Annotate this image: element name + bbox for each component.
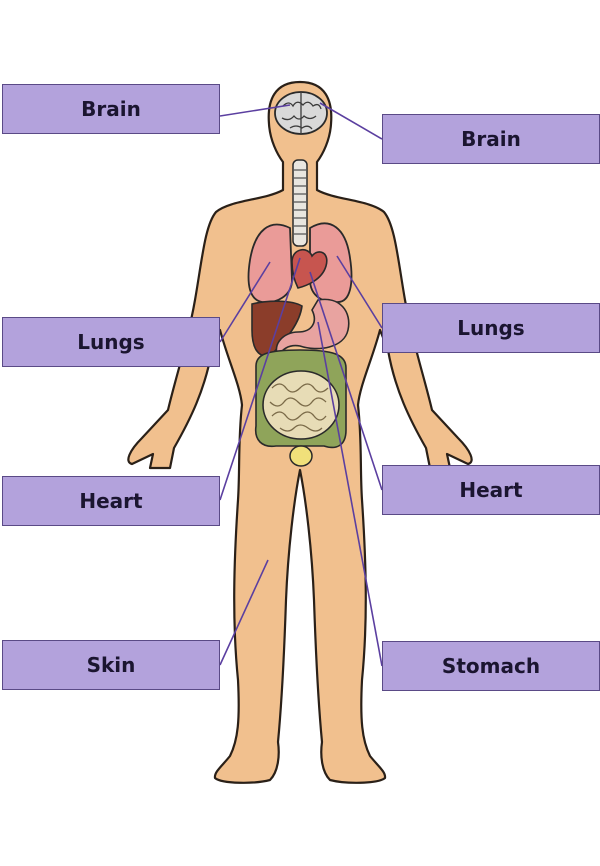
trachea-icon bbox=[292, 159, 308, 247]
pointer-lines bbox=[219, 102, 383, 667]
heart-icon bbox=[291, 249, 328, 289]
pointer-line-left-heart bbox=[219, 257, 301, 501]
pointer-line-left-skin bbox=[219, 559, 269, 666]
bladder-icon bbox=[289, 445, 313, 467]
label-box-right-lungs[interactable]: Lungs bbox=[382, 303, 600, 353]
label-box-left-brain[interactable]: Brain bbox=[2, 84, 220, 134]
pointer-line-right-stomach bbox=[317, 321, 383, 667]
pointer-line-left-lungs bbox=[219, 261, 271, 343]
stomach-icon bbox=[275, 298, 350, 358]
pointer-line-right-lungs bbox=[336, 255, 383, 329]
intestines-icon bbox=[262, 370, 340, 440]
label-box-left-lungs[interactable]: Lungs bbox=[2, 317, 220, 367]
brain-icon bbox=[274, 91, 328, 135]
label-box-right-heart[interactable]: Heart bbox=[382, 465, 600, 515]
pointer-line-right-heart bbox=[309, 271, 383, 491]
label-box-left-skin[interactable]: Skin bbox=[2, 640, 220, 690]
label-box-right-stomach[interactable]: Stomach bbox=[382, 641, 600, 691]
lungs-icon bbox=[247, 222, 353, 304]
label-box-left-heart[interactable]: Heart bbox=[2, 476, 220, 526]
pointer-line-right-brain bbox=[319, 102, 383, 140]
label-box-right-brain[interactable]: Brain bbox=[382, 114, 600, 164]
pointer-line-left-brain bbox=[219, 104, 291, 117]
